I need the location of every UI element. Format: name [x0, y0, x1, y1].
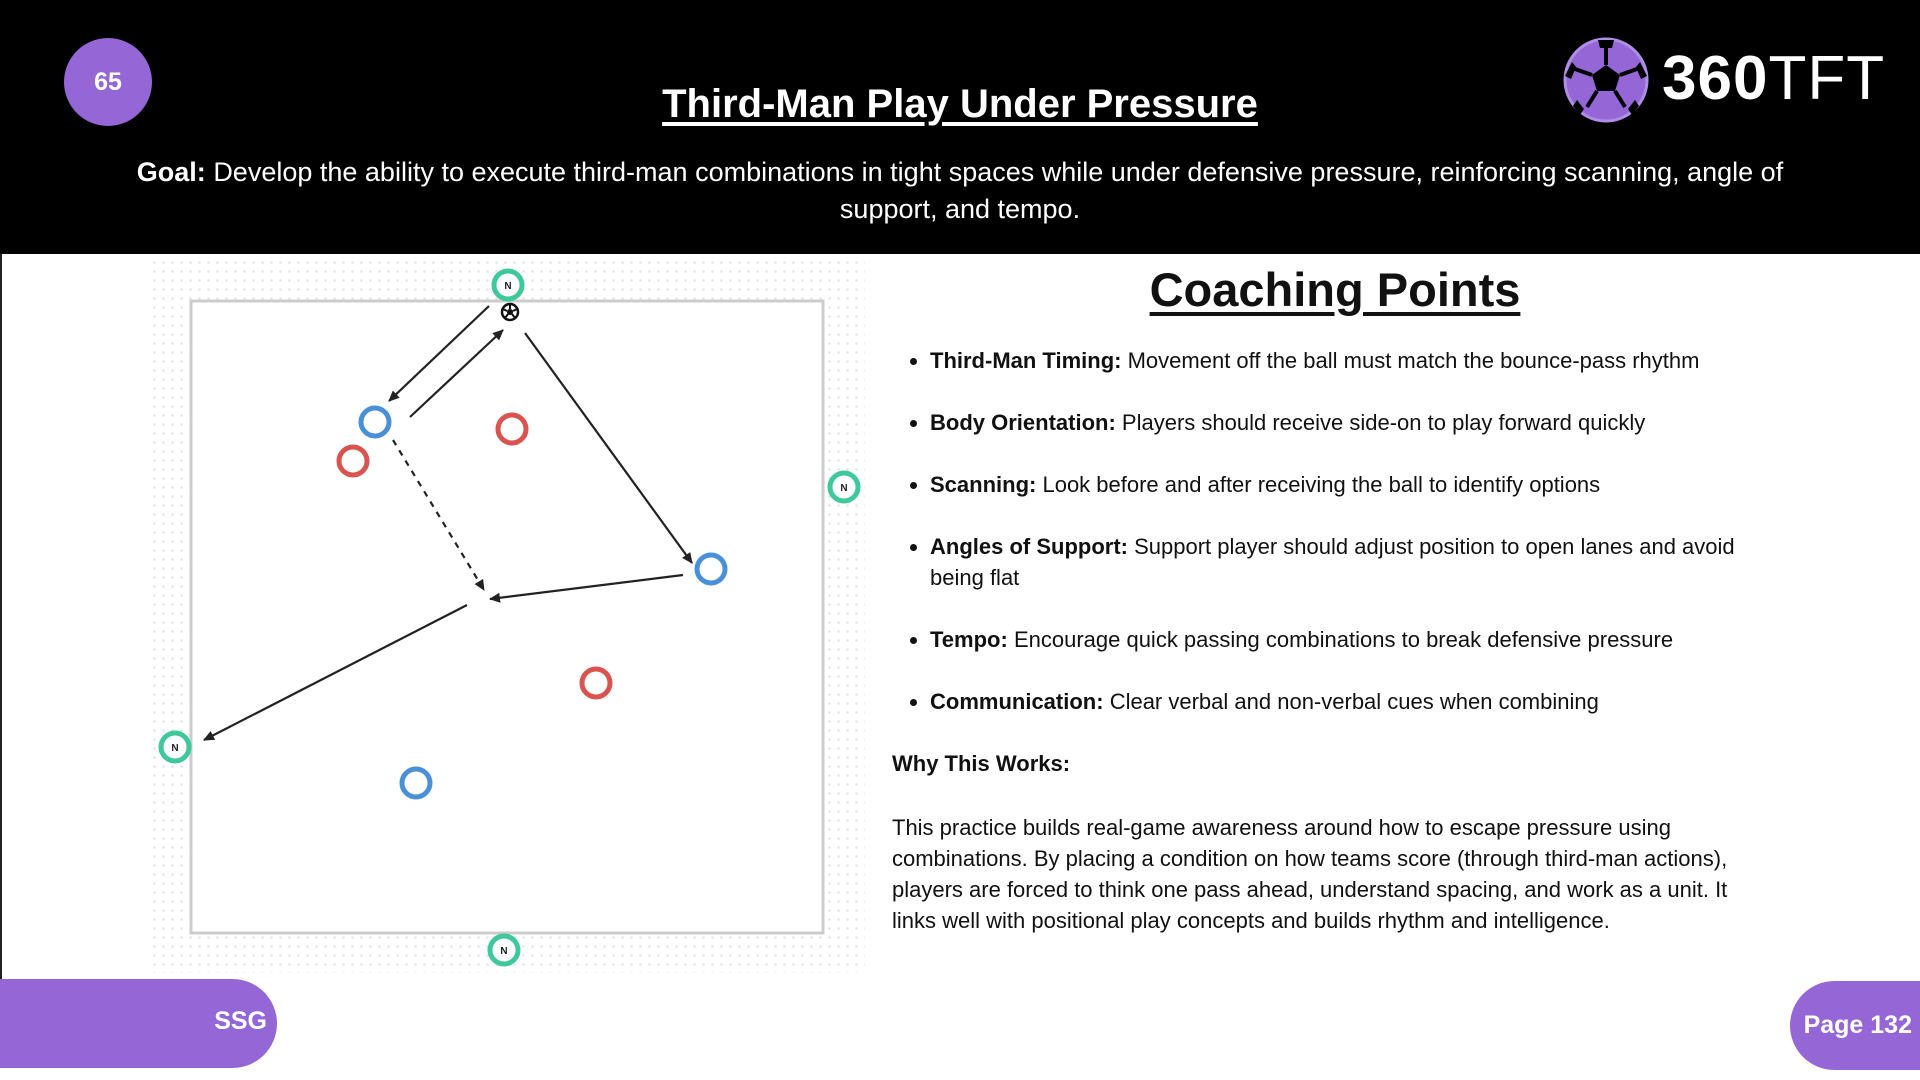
coaching-points-list: Third-Man Timing: Movement off the ball … — [908, 345, 1768, 748]
soccer-ball-icon — [1563, 37, 1649, 123]
neutral-player-icon: N — [487, 933, 521, 967]
run-arrow-icon — [392, 439, 485, 591]
neutral-label: N — [171, 743, 178, 754]
list-item: Third-Man Timing: Movement off the ball … — [908, 345, 1768, 376]
neutral-player-icon: N — [158, 730, 192, 764]
red-player — [336, 444, 370, 478]
coaching-points-title: Coaching Points — [1149, 263, 1521, 316]
drill-diagram: N N N N — [150, 258, 865, 973]
why-this-works-heading: Why This Works: — [892, 751, 1071, 776]
neutral-label: N — [840, 483, 847, 494]
brand-letters: TFT — [1768, 44, 1886, 113]
list-item: Communication: Clear verbal and non-verb… — [908, 686, 1768, 717]
neutral-player-icon: N — [827, 470, 861, 504]
point-text: Encourage quick passing combinations to … — [1013, 627, 1674, 652]
neutral-label: N — [504, 281, 511, 292]
pass-arrow-icon — [388, 305, 490, 402]
point-label: Body Orientation: — [930, 410, 1116, 435]
brand-wordmark: 360TFT — [1662, 46, 1885, 112]
page-number: Page 132 — [1803, 1011, 1912, 1039]
point-label: Communication: — [930, 689, 1104, 714]
red-player — [579, 666, 613, 700]
blue-player — [694, 552, 728, 586]
list-item: Scanning: Look before and after receivin… — [908, 469, 1768, 500]
point-text: Look before and after receiving the ball… — [1042, 472, 1601, 497]
point-label: Scanning: — [930, 472, 1037, 497]
neutral-label: N — [500, 946, 507, 957]
list-item: Tempo: Encourage quick passing combinati… — [908, 624, 1768, 655]
point-label: Third-Man Timing: — [930, 348, 1122, 373]
point-text: Clear verbal and non-verbal cues when co… — [1109, 689, 1599, 714]
pass-arrow-icon — [203, 604, 468, 741]
red-player — [495, 412, 529, 446]
list-item: Angles of Support: Support player should… — [908, 531, 1768, 593]
page-number-tab: Page 132 — [1790, 981, 1920, 1070]
header-bar: 65 Third-Man Play Under Pressure 360TFT … — [0, 0, 1920, 254]
pass-arrow-icon — [409, 329, 504, 418]
point-label: Tempo: — [930, 627, 1008, 652]
brand-logo: 360TFT — [1562, 36, 1892, 126]
point-label: Angles of Support: — [930, 534, 1128, 559]
goal-label: Goal: — [136, 157, 206, 187]
left-border-line — [0, 254, 2, 979]
category-tab: SSG — [0, 979, 277, 1068]
pass-arrow-icon — [524, 332, 693, 564]
brand-number: 360 — [1662, 44, 1769, 113]
neutral-player-icon: N — [491, 268, 525, 302]
category-label: SSG — [214, 1007, 267, 1035]
drill-number-badge: 65 — [64, 38, 152, 126]
goal-text: Develop the ability to execute third-man… — [213, 157, 1784, 224]
why-this-works-text: This practice builds real-game awareness… — [892, 815, 1728, 933]
blue-player — [399, 766, 433, 800]
pass-arrow-icon — [489, 573, 684, 603]
goal-statement: Goal: Develop the ability to execute thi… — [130, 154, 1790, 228]
drill-diagram-svg: N N N N — [150, 258, 865, 973]
pitch-area — [189, 299, 825, 935]
point-text: Players should receive side-on to play f… — [1121, 410, 1646, 435]
ball-icon — [500, 302, 520, 322]
point-text: Movement off the ball must match the bou… — [1127, 348, 1700, 373]
page-title: Third-Man Play Under Pressure — [662, 82, 1258, 126]
blue-player — [358, 405, 392, 439]
list-item: Body Orientation: Players should receive… — [908, 407, 1768, 438]
point-text: Support player should adjust position to… — [930, 534, 1735, 590]
